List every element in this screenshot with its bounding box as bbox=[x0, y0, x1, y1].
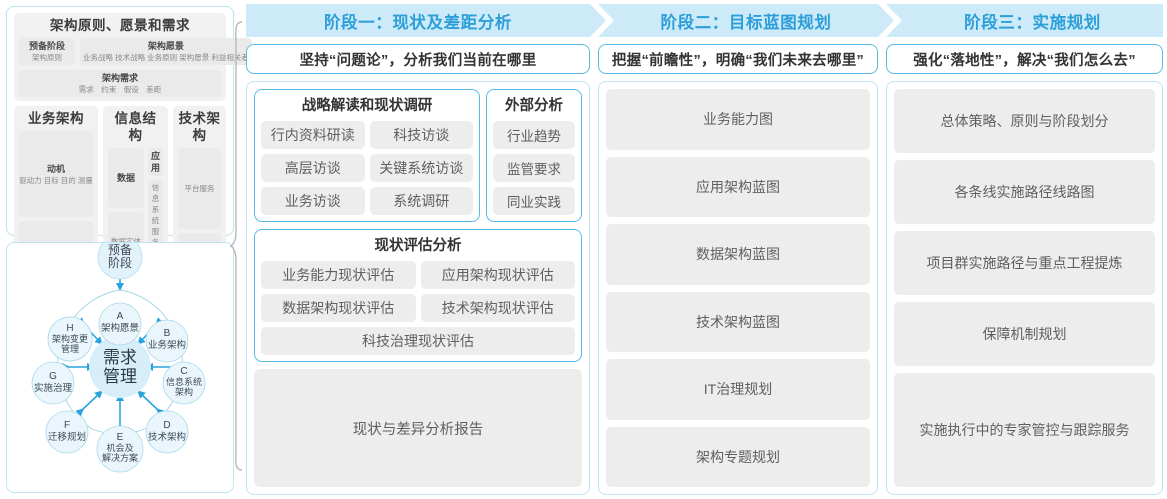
blueprint-chip[interactable]: 应用架构蓝图 bbox=[606, 156, 870, 217]
assessment-chip[interactable]: 应用架构现状评估 bbox=[420, 261, 575, 289]
blueprint-chip[interactable]: 数据架构蓝图 bbox=[606, 224, 870, 285]
phase-1-body: 战略解读和现状调研 行内资料研读 科技访谈 高层访谈 关键系统访谈 bbox=[246, 81, 590, 495]
activity-chip[interactable]: 关键系统访谈 bbox=[369, 154, 473, 182]
is-data-item: 数据 bbox=[108, 148, 144, 208]
assessment-chip[interactable]: 业务能力现状评估 bbox=[261, 261, 416, 289]
phase-2-banner: 阶段二：目标蓝图规划 bbox=[598, 4, 878, 37]
architecture-vision-cell: 架构愿景 业务战略 技术战略 业务原则 架构愿景 利益相关者 bbox=[80, 38, 252, 65]
svg-text:H: H bbox=[66, 323, 73, 334]
adm-center-line1: 需求 bbox=[103, 348, 137, 367]
strategy-research-panel: 战略解读和现状调研 行内资料研读 科技访谈 高层访谈 关键系统访谈 bbox=[254, 89, 480, 222]
phase-2-subtitle: 把握“前瞻性”，明确“我们未来去哪里” bbox=[598, 44, 878, 74]
activity-chip[interactable]: 高层访谈 bbox=[261, 154, 365, 182]
architecture-principles-group: 架构原则、愿景和需求 预备阶段 架构原则 架构愿景 业务战略 技术战略 业务原则… bbox=[14, 13, 252, 101]
svg-text:管理: 管理 bbox=[61, 343, 79, 354]
phase-3-column: 阶段三：实施规划 强化“落地性”，解决“我们怎么去” 总体策略、原则与阶段划分 … bbox=[886, 4, 1163, 495]
left-reference-column: 架构原则、愿景和需求 预备阶段 架构原则 架构愿景 业务战略 技术战略 业务原则… bbox=[6, 6, 252, 493]
phase-3-subtitle: 强化“落地性”，解决“我们怎么去” bbox=[886, 44, 1163, 74]
grouping-brace bbox=[229, 20, 252, 472]
assessment-chip[interactable]: 数据架构现状评估 bbox=[261, 294, 416, 322]
implementation-chip[interactable]: 各条线实施路径线路图 bbox=[894, 159, 1155, 224]
phase-3-body: 总体策略、原则与阶段划分 各条线实施路径线路图 项目群实施路径与重点工程提炼 保… bbox=[886, 81, 1163, 495]
svg-text:架构愿景: 架构愿景 bbox=[101, 322, 139, 334]
phase-1-subtitle: 坚持“问题论”，分析我们当前在哪里 bbox=[246, 44, 590, 74]
adm-prelim-line1: 预备 bbox=[108, 243, 132, 257]
activity-chip[interactable]: 系统调研 bbox=[369, 187, 473, 215]
svg-text:E: E bbox=[117, 432, 124, 443]
svg-text:F: F bbox=[64, 420, 70, 431]
togaf-content-framework: 架构原则、愿景和需求 预备阶段 架构原则 架构愿景 业务战略 技术战略 业务原则… bbox=[6, 6, 252, 458]
implementation-chip[interactable]: 保障机制规划 bbox=[894, 301, 1155, 366]
external-analysis-panel: 外部分析 行业趋势 监管要求 同业实践 bbox=[486, 89, 582, 222]
phase-1-column: 阶段一：现状及差距分析 坚持“问题论”，分析我们当前在哪里 战略解读和现状调研 … bbox=[246, 4, 590, 495]
svg-text:解决方案: 解决方案 bbox=[102, 452, 138, 463]
svg-text:C: C bbox=[180, 366, 187, 377]
svg-text:B: B bbox=[164, 328, 171, 339]
svg-text:业务架构: 业务架构 bbox=[148, 339, 186, 351]
is-app-item: 应用 bbox=[148, 148, 164, 176]
svg-text:迁移规划: 迁移规划 bbox=[48, 431, 86, 443]
phase-3-banner: 阶段三：实施规划 bbox=[886, 4, 1163, 37]
svg-text:架构: 架构 bbox=[175, 386, 193, 397]
phase-2-column: 阶段二：目标蓝图规划 把握“前瞻性”，明确“我们未来去哪里” 业务能力图 应用架… bbox=[598, 4, 878, 495]
is-app-item: 信息系统服务 bbox=[148, 180, 164, 250]
assessment-chip[interactable]: 技术架构现状评估 bbox=[420, 294, 575, 322]
svg-text:信息系统: 信息系统 bbox=[166, 376, 202, 387]
phase-2-body: 业务能力图 应用架构蓝图 数据架构蓝图 技术架构蓝图 IT治理规划 架构专题规划 bbox=[598, 81, 878, 495]
phase-1-banner: 阶段一：现状及差距分析 bbox=[246, 4, 590, 37]
ba-item: 动机 驱动力 目标 目的 测量 bbox=[19, 131, 93, 218]
gap-analysis-report-chip[interactable]: 现状与差异分析报告 bbox=[254, 369, 582, 487]
adm-svg: 预备 阶段 需求 管理 A 架构愿景 B 业务架构 C bbox=[31, 243, 206, 473]
blueprint-chip[interactable]: 架构专题规划 bbox=[606, 426, 870, 487]
prelim-phase-cell: 预备阶段 架构原则 bbox=[19, 38, 75, 65]
adm-cycle-diagram: 预备 阶段 需求 管理 A 架构愿景 B 业务架构 C bbox=[6, 242, 234, 493]
external-chip[interactable]: 监管要求 bbox=[493, 154, 575, 182]
activity-chip[interactable]: 行内资料研读 bbox=[261, 121, 365, 149]
ta-item: 平台服务 bbox=[178, 147, 221, 229]
implementation-chip[interactable]: 总体策略、原则与阶段划分 bbox=[894, 89, 1155, 153]
external-chip[interactable]: 行业趋势 bbox=[493, 121, 575, 149]
activity-chip[interactable]: 科技访谈 bbox=[369, 121, 473, 149]
svg-text:G: G bbox=[49, 371, 57, 382]
svg-text:架构变更: 架构变更 bbox=[52, 333, 88, 344]
phase-columns: 阶段一：现状及差距分析 坚持“问题论”，分析我们当前在哪里 战略解读和现状调研 … bbox=[246, 4, 1163, 495]
blueprint-chip[interactable]: IT治理规划 bbox=[606, 359, 870, 420]
svg-text:实施治理: 实施治理 bbox=[34, 382, 73, 394]
adm-center-line2: 管理 bbox=[103, 367, 137, 386]
svg-text:A: A bbox=[117, 311, 124, 322]
adm-prelim-line2: 阶段 bbox=[108, 255, 132, 270]
svg-text:D: D bbox=[163, 420, 170, 431]
blueprint-chip[interactable]: 业务能力图 bbox=[606, 89, 870, 150]
architecture-requirements-cell: 架构需求 需求 约束 假设 差距 bbox=[19, 70, 221, 97]
blueprint-chip[interactable]: 技术架构蓝图 bbox=[606, 291, 870, 352]
assessment-chip-full[interactable]: 科技治理现状评估 bbox=[261, 327, 575, 355]
activity-chip[interactable]: 业务访谈 bbox=[261, 187, 365, 215]
group-title: 架构原则、愿景和需求 bbox=[50, 18, 190, 33]
svg-text:机会及: 机会及 bbox=[106, 442, 133, 453]
implementation-chip[interactable]: 实施执行中的专家管控与跟踪服务 bbox=[894, 372, 1155, 488]
external-chip[interactable]: 同业实践 bbox=[493, 187, 575, 215]
svg-text:技术架构: 技术架构 bbox=[148, 431, 186, 443]
current-state-assessment-panel: 现状评估分析 业务能力现状评估 应用架构现状评估 数据架构现状评估 技术架构现状… bbox=[254, 229, 582, 362]
implementation-chip[interactable]: 项目群实施路径与重点工程提炼 bbox=[894, 230, 1155, 295]
